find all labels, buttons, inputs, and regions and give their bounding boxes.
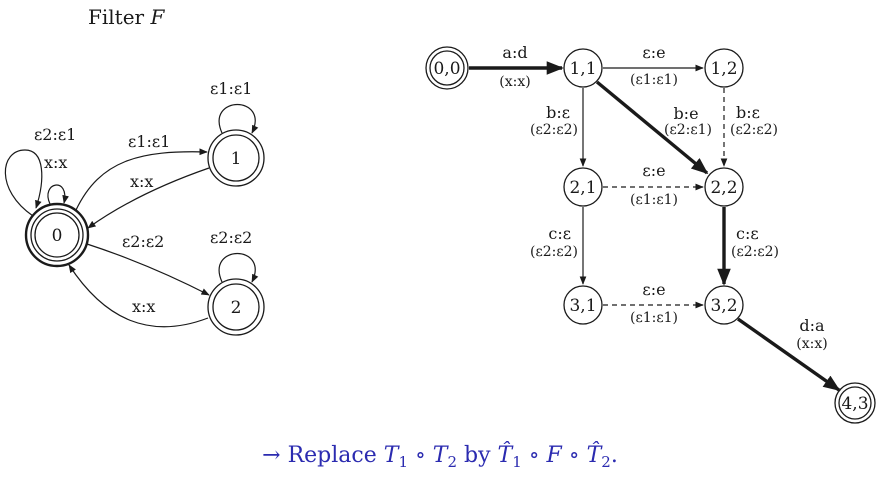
filter-state-2: 2 [207, 278, 265, 336]
comp-edge-22-32-sub: (ε2:ε2) [731, 244, 779, 260]
comp-state-0-0-label: 0,0 [433, 59, 460, 79]
comp-edge-00-11-sub: (x:x) [499, 74, 530, 90]
filter-edge-1-self-label: ε1:ε1 [210, 79, 252, 98]
comp-edge-11-12-sub: (ε1:ε1) [630, 72, 678, 88]
filter-state-1: 1 [207, 129, 265, 187]
comp-edge-32-43 [737, 317, 841, 392]
comp-state-3-1: 3,1 [563, 285, 603, 325]
caption: → Replace T1 ∘ T2 by T̂1 ∘ F ∘ T̂2. [262, 442, 618, 471]
comp-edge-12-22-sub: (ε2:ε2) [730, 122, 778, 138]
comp-state-2-1-label: 2,1 [569, 178, 596, 198]
comp-state-2-2-label: 2,2 [710, 178, 737, 198]
comp-edge-11-22-label: b:e [673, 104, 698, 123]
filter-state-0: 0 [24, 202, 90, 268]
filter-edge-2-self [218, 253, 259, 283]
comp-state-1-2-label: 1,2 [710, 59, 737, 79]
comp-edge-22-32-label: c:ε [736, 224, 759, 243]
filter-edge-0-to-2 [86, 243, 210, 296]
comp-edge-11-22 [595, 80, 709, 175]
comp-edge-31-32-label: ε:e [642, 280, 665, 299]
comp-state-2-2: 2,2 [704, 167, 744, 207]
comp-edge-21-31-sub: (ε2:ε2) [530, 244, 578, 260]
filter-edge-0-to-1 [75, 148, 208, 211]
comp-edge-32-43-sub: (x:x) [796, 336, 827, 352]
filter-edge-1-to-0 [87, 167, 210, 229]
filter-edge-0-self-inner-label: x:x [44, 153, 67, 172]
comp-state-1-1-label: 1,1 [569, 59, 596, 79]
comp-edge-12-22-label: b:ε [736, 103, 760, 122]
composition-automaton: 0,0 1,1 1,2 2,1 2,2 3,1 3,2 4,3 [425, 43, 876, 424]
filter-state-1-label: 1 [231, 149, 242, 169]
comp-edge-31-32-sub: (ε1:ε1) [630, 310, 678, 326]
comp-state-1-2: 1,2 [704, 48, 744, 88]
filter-edge-1-to-0-label: x:x [130, 172, 153, 191]
filter-edge-2-to-0 [68, 264, 209, 328]
filter-edge-2-self-label: ε2:ε2 [210, 228, 252, 247]
filter-edge-0-self-inner [47, 184, 69, 205]
comp-edge-11-21-sub: (ε2:ε2) [530, 122, 578, 138]
comp-state-0-0: 0,0 [425, 46, 469, 90]
comp-edge-32-43-label: d:a [799, 316, 825, 335]
comp-state-1-1: 1,1 [563, 48, 603, 88]
comp-edge-11-22-sub: (ε2:ε1) [664, 122, 712, 138]
filter-edge-0-self-outer [4, 149, 43, 217]
filter-automaton: Filter F 0 1 2 ε2:ε1 x:x ε1:ε1 [4, 5, 265, 336]
filter-state-2-label: 2 [231, 298, 242, 318]
comp-edge-21-22-sub: (ε1:ε1) [630, 192, 678, 208]
comp-edge-00-11-label: a:d [502, 43, 527, 62]
filter-edge-1-self [218, 104, 259, 134]
comp-state-3-2: 3,2 [704, 285, 744, 325]
comp-edge-21-31-label: c:ε [548, 224, 571, 243]
filter-title: Filter F [88, 5, 165, 29]
comp-edge-11-12-label: ε:e [642, 43, 665, 62]
filter-edge-0-to-2-label: ε2:ε2 [122, 232, 164, 251]
comp-edge-21-22-label: ε:e [642, 161, 665, 180]
comp-state-4-3-label: 4,3 [841, 394, 868, 414]
comp-edge-11-21-label: b:ε [546, 103, 570, 122]
comp-state-4-3: 4,3 [834, 382, 876, 424]
filter-state-0-label: 0 [52, 226, 63, 246]
comp-state-3-2-label: 3,2 [710, 296, 737, 316]
comp-state-3-1-label: 3,1 [569, 296, 596, 316]
filter-edge-0-to-1-label: ε1:ε1 [128, 132, 170, 151]
comp-state-2-1: 2,1 [563, 167, 603, 207]
filter-edge-2-to-0-label: x:x [132, 297, 155, 316]
filter-edge-0-self-outer-label: ε2:ε1 [34, 125, 76, 144]
